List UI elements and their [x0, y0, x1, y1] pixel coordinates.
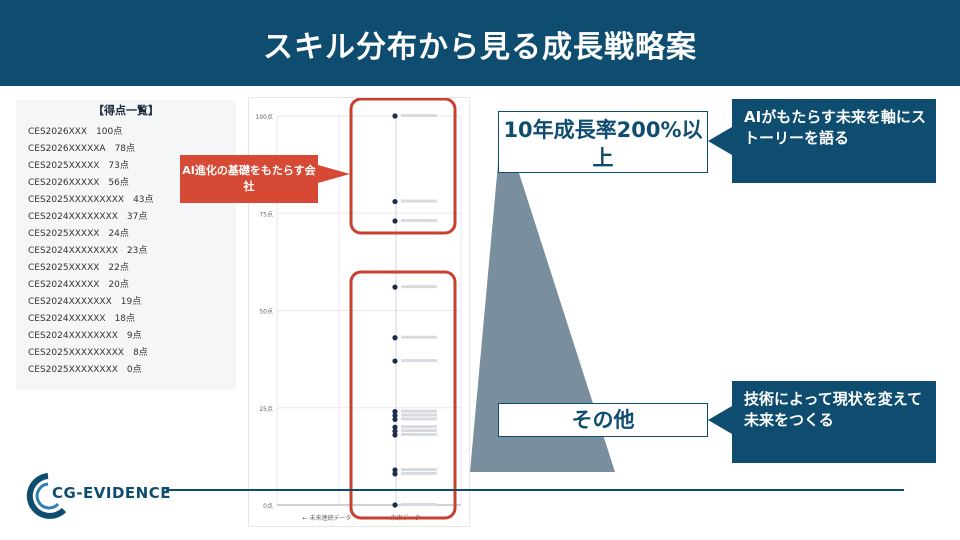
data-point-label — [401, 432, 437, 436]
data-point — [392, 358, 398, 364]
score-list: CES2026XXX 100点 CES2026XXXXXA 78点 CES202… — [28, 124, 154, 379]
score-item: CES2024XXXXXXXX 23点 — [28, 246, 148, 256]
others-label: その他 — [498, 403, 708, 437]
data-point — [392, 467, 398, 473]
speech-box-bottom: 技術によって現状を変えて未来をつくる — [732, 381, 936, 463]
chart-canvas: 100点75点50点25点0点← 未来連続データ未来データ → — [256, 98, 462, 522]
data-point-label — [401, 335, 437, 339]
data-point-label — [401, 471, 437, 475]
data-point-label — [401, 503, 437, 506]
speech-box-top: AIがもたらす未来を軸にストーリーを語る — [732, 99, 936, 183]
y-tick-label: 75点 — [259, 210, 273, 218]
data-point-label — [401, 114, 437, 117]
data-point-label — [401, 467, 437, 471]
data-point — [392, 502, 398, 508]
highlight-box-bottom — [349, 270, 457, 520]
score-item: CES2025XXXXX 24点 — [28, 229, 129, 239]
score-item: CES2025XXXXXXXXX 8点 — [28, 348, 148, 358]
score-item: CES2025XXXXXXXXX 43点 — [28, 195, 154, 205]
score-list-panel: 【得点一覧】 CES2026XXX 100点 CES2026XXXXXA 78点… — [16, 100, 236, 390]
score-item: CES2025XXXXXXXX 0点 — [28, 365, 142, 375]
data-point-label — [401, 359, 437, 363]
score-item: CES2025XXXXX 73点 — [28, 161, 129, 171]
data-point-label — [401, 409, 437, 413]
speech-pointer-bottom — [708, 406, 732, 434]
data-point — [392, 471, 398, 477]
y-tick-label: 0点 — [263, 502, 273, 510]
data-point-label — [401, 199, 437, 203]
footer-divider — [166, 489, 904, 491]
data-point — [392, 428, 398, 434]
speech-pointer-top — [708, 127, 732, 155]
data-point — [392, 432, 398, 438]
data-point-label — [401, 429, 437, 433]
data-point-label — [401, 285, 437, 289]
data-point — [392, 218, 398, 224]
data-point-label — [401, 425, 437, 429]
data-point — [392, 409, 398, 415]
data-point — [392, 198, 398, 205]
data-point — [392, 113, 398, 119]
data-point — [392, 412, 398, 419]
score-item: CES2024XXXXXXXX 9点 — [28, 331, 142, 341]
score-item: CES2026XXXXXA 78点 — [28, 144, 136, 154]
data-point — [392, 335, 398, 341]
data-point-label — [401, 417, 437, 421]
x-axis-label: ← 未来連続データ — [303, 514, 352, 522]
highlight-box-top — [349, 98, 457, 235]
y-tick-label: 100点 — [256, 113, 273, 121]
logo-text: CG-EVIDENCE — [52, 484, 171, 502]
data-point — [392, 424, 398, 430]
y-tick-label: 25点 — [259, 405, 273, 413]
score-item: CES2025XXXXX 22点 — [28, 263, 129, 273]
growth-target-label: 10年成長率200%以上 — [498, 111, 708, 173]
callout-label: AI進化の基礎をもたらす会社 — [180, 155, 318, 203]
score-item: CES2026XXX 100点 — [28, 127, 123, 137]
y-tick-label: 50点 — [259, 308, 273, 316]
data-point — [392, 284, 398, 290]
callout-pointer — [318, 165, 350, 183]
header-bar: スキル分布から見る成長戦略案 — [0, 0, 960, 86]
data-point-label — [401, 219, 437, 223]
pyramid-shape — [470, 120, 615, 472]
score-item: CES2026XXXXX 56点 — [28, 178, 129, 188]
score-item: CES2024XXXXXXX 19点 — [28, 297, 142, 307]
page-title: スキル分布から見る成長戦略案 — [263, 30, 697, 65]
data-point-label — [401, 413, 437, 417]
logo-mark — [26, 473, 67, 519]
data-point — [392, 416, 398, 423]
score-list-title: 【得点一覧】 — [93, 104, 159, 117]
score-item: CES2024XXXXX 20点 — [28, 280, 129, 290]
score-item: CES2024XXXXXXXX 37点 — [28, 212, 148, 222]
score-item: CES2024XXXXXX 18点 — [28, 314, 136, 324]
